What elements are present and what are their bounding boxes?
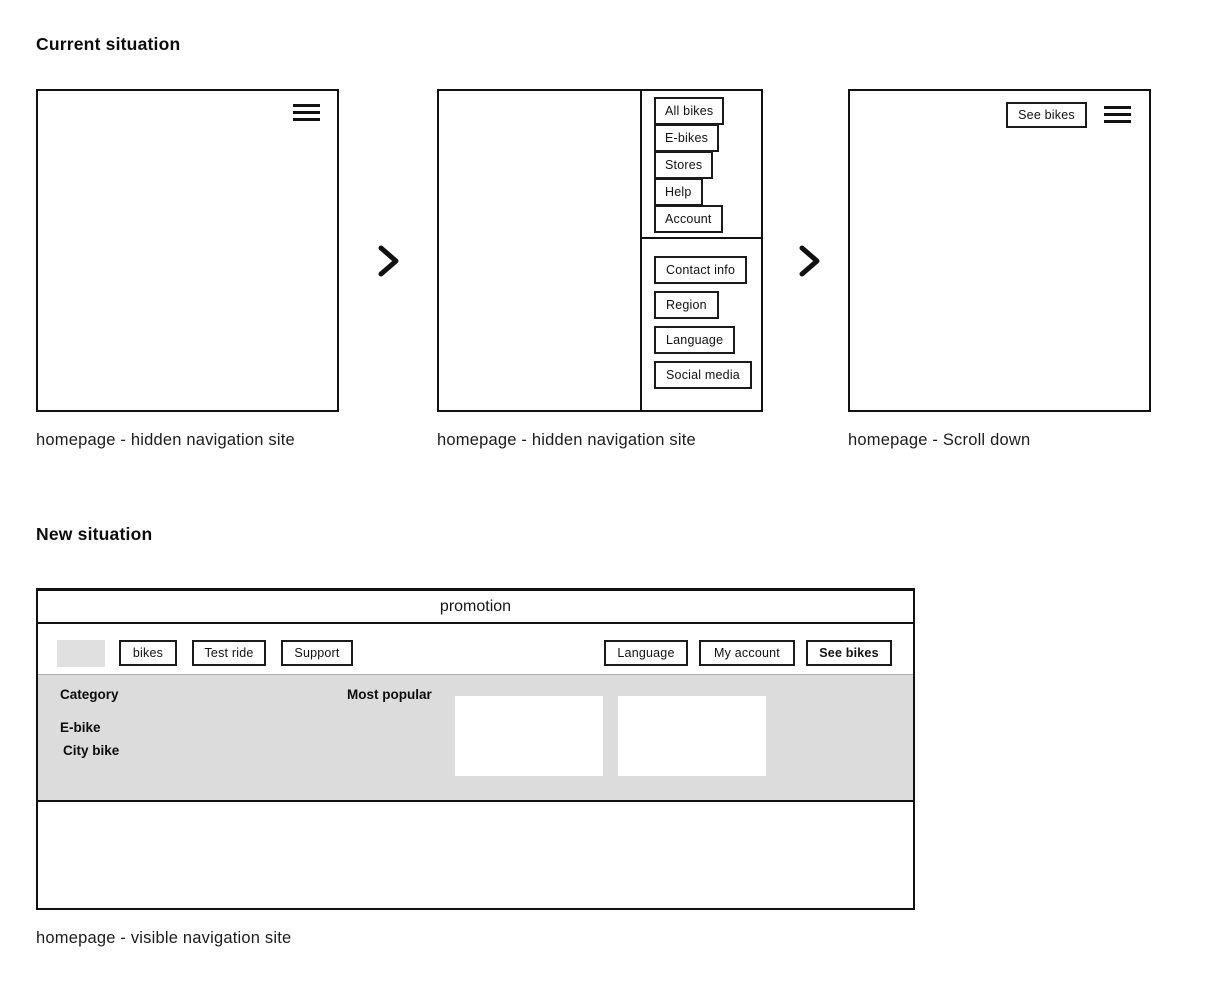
chevron-right-icon [377,244,401,283]
frame3-caption: homepage - Scroll down [848,431,1031,449]
promotion-banner: promotion [38,591,913,624]
nav-item-see-bikes[interactable]: See bikes [806,640,892,666]
current-situation-heading: Current situation [36,34,181,54]
hero-section: Category E-bike City bike Most popular [38,674,913,802]
menu-item-all-bikes[interactable]: All bikes [654,97,725,125]
wireframe-frame-hidden-nav-open: All bikes E-bikes Stores Help Account Co… [437,89,763,412]
menu-item-social-media[interactable]: Social media [654,361,752,389]
slide-out-menu-panel: All bikes E-bikes Stores Help Account Co… [640,91,761,410]
nav-item-support[interactable]: Support [281,640,353,666]
main-navigation-bar: bikes Test ride Support Language My acco… [38,624,913,674]
wireframe-frame-hidden-nav-closed [36,89,339,412]
hamburger-menu-icon[interactable] [1104,106,1131,123]
menu-item-language[interactable]: Language [654,326,736,354]
category-item-city-bike[interactable]: City bike [63,743,120,758]
new-situation-heading: New situation [36,524,153,544]
frame1-caption: homepage - hidden navigation site [36,431,295,449]
menu-item-account[interactable]: Account [654,205,723,233]
see-bikes-button[interactable]: See bikes [1006,102,1087,128]
empty-content-area [38,802,913,908]
popular-product-card[interactable] [618,696,766,776]
menu-item-e-bikes[interactable]: E-bikes [654,124,720,152]
frame2-caption: homepage - hidden navigation site [437,431,696,449]
logo-placeholder [57,640,105,667]
nav-item-my-account[interactable]: My account [699,640,795,666]
primary-menu: All bikes E-bikes Stores Help Account [642,91,761,239]
chevron-right-icon [798,244,822,283]
category-item-e-bike[interactable]: E-bike [60,720,101,735]
menu-item-region[interactable]: Region [654,291,719,319]
hamburger-menu-icon[interactable] [293,104,320,121]
nav-item-language[interactable]: Language [604,640,688,666]
menu-item-help[interactable]: Help [654,178,703,206]
popular-product-card[interactable] [455,696,603,776]
wireframe-frame-scroll-down: See bikes [848,89,1151,412]
menu-item-stores[interactable]: Stores [654,151,714,179]
new-situation-caption: homepage - visible navigation site [36,929,292,947]
category-heading: Category [60,687,119,702]
secondary-menu: Contact info Region Language Social medi… [642,239,761,389]
most-popular-heading: Most popular [347,687,432,702]
nav-item-test-ride[interactable]: Test ride [192,640,266,666]
nav-item-bikes[interactable]: bikes [119,640,177,666]
menu-item-contact-info[interactable]: Contact info [654,256,748,284]
wireframe-frame-visible-nav: promotion bikes Test ride Support Langua… [36,588,915,910]
